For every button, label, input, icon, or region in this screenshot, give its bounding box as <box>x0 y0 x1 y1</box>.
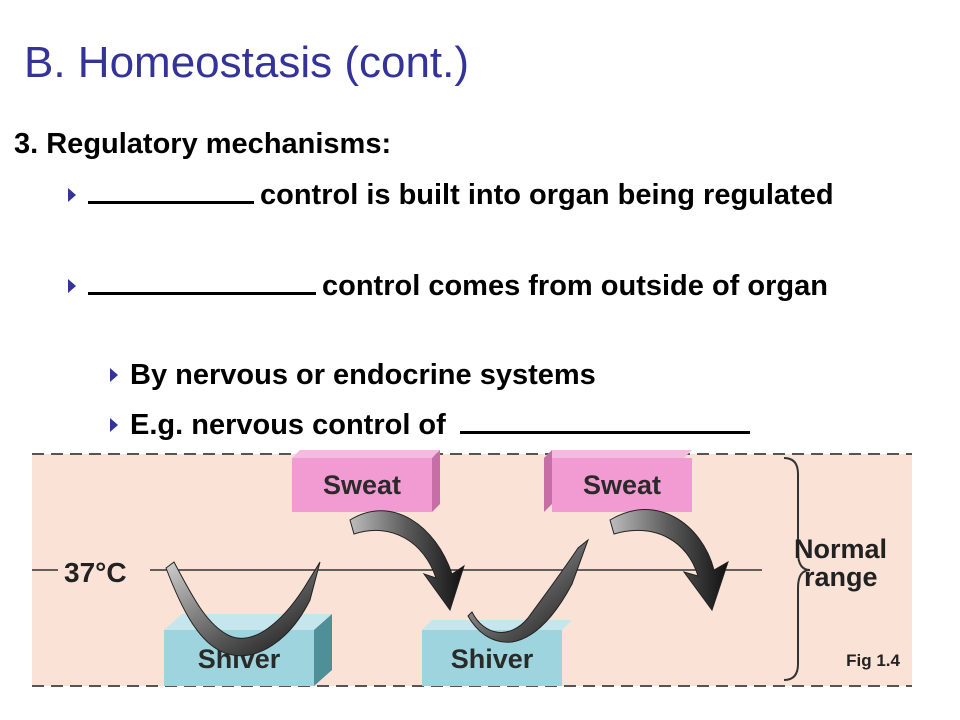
sweat-box-2: Sweat <box>544 450 692 512</box>
bullet-text: control comes from outside of organ <box>322 270 828 302</box>
sub-bullet-example: E.g. nervous control of <box>110 405 910 445</box>
normal-range-label-line1: Normal <box>794 534 887 564</box>
bullet-intrinsic-control: control is built into organ being regula… <box>68 175 898 215</box>
shiver-box-2: Shiver <box>422 620 572 686</box>
figure-caption: Fig 1.4 <box>846 651 900 670</box>
normal-range-bracket <box>783 457 811 681</box>
feedback-arrow-2 <box>349 510 465 612</box>
feedback-arrow-4 <box>609 509 729 612</box>
bullet-arrow-icon <box>68 279 76 293</box>
sweat-label-1: Sweat <box>323 470 401 500</box>
figure-svg: 37°C Normal range Sweat Sweat Shiver <box>32 450 912 687</box>
bullet-text: control is built into organ being regula… <box>260 179 834 211</box>
fill-in-blank <box>459 407 750 434</box>
bullet-extrinsic-control: control comes from outside of organ <box>68 266 898 306</box>
bullet-text: E.g. nervous control of <box>130 409 446 441</box>
slide-title: B. Homeostasis (cont.) <box>24 38 470 87</box>
bullet-arrow-icon <box>110 368 118 382</box>
bullet-text: By nervous or endocrine systems <box>130 359 596 391</box>
shiver-label-2: Shiver <box>451 644 534 674</box>
bullet-arrow-icon <box>68 188 76 202</box>
thermoregulation-figure: 37°C Normal range Sweat Sweat Shiver <box>32 450 912 690</box>
bullet-arrow-icon <box>110 418 118 432</box>
feedback-arrow-3 <box>467 538 590 643</box>
normal-range-label-line2: range <box>804 562 878 592</box>
sub-bullet-systems: By nervous or endocrine systems <box>110 355 910 395</box>
section-heading: 3. Regulatory mechanisms: <box>14 128 392 160</box>
fill-in-blank <box>88 177 254 204</box>
feedback-arrow-1 <box>165 561 321 656</box>
fill-in-blank <box>88 268 316 295</box>
sweat-label-2: Sweat <box>583 470 661 500</box>
sweat-box-1: Sweat <box>292 450 440 512</box>
set-point-label: 37°C <box>64 557 127 588</box>
